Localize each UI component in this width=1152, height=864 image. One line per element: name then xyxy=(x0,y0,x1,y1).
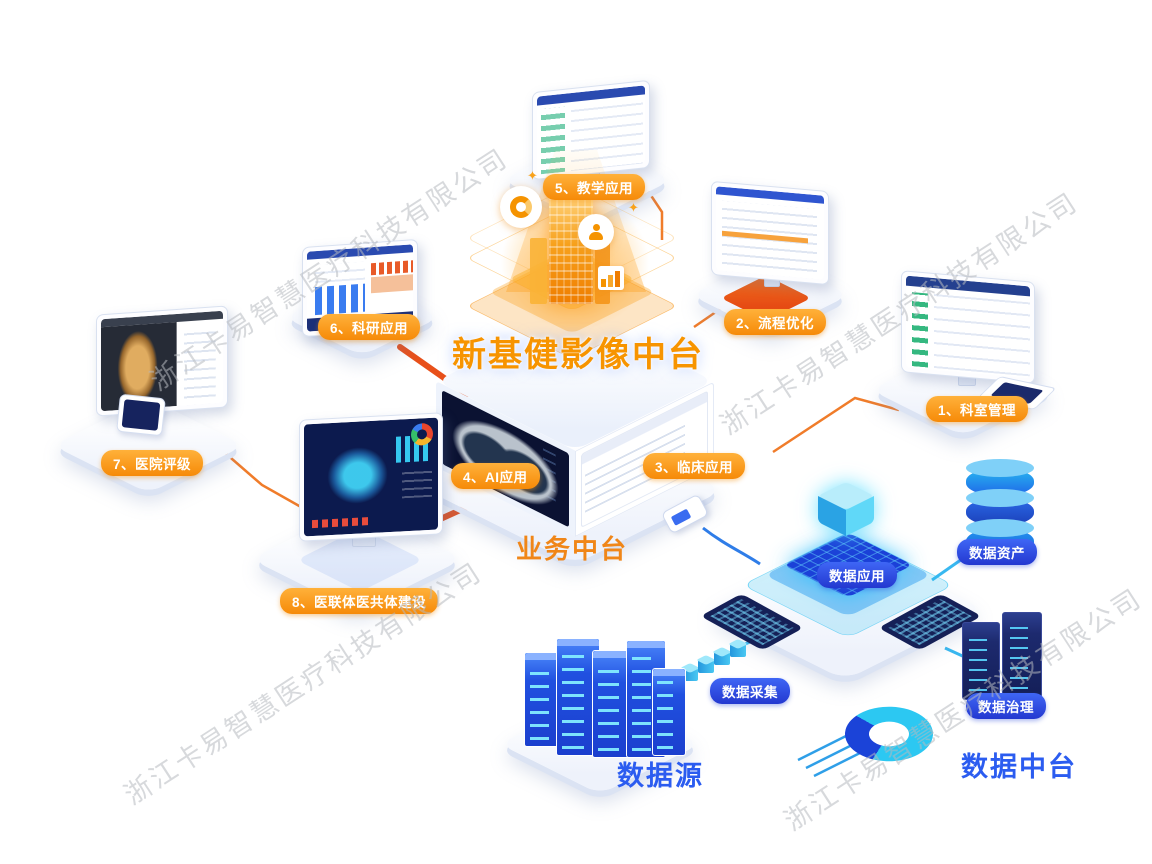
line-connector-to-dataplatform xyxy=(702,526,761,566)
person-icon xyxy=(588,224,604,240)
label-research: 6、科研应用 xyxy=(318,314,421,340)
dept-monitor xyxy=(901,270,1035,384)
hologram-building-left xyxy=(530,238,547,304)
collect-cube-icon xyxy=(682,668,698,681)
person-bubble xyxy=(578,214,614,250)
hatch-lines xyxy=(797,734,863,778)
label-process: 2、流程优化 xyxy=(724,309,827,335)
label-data-app: 数据应用 xyxy=(817,562,897,588)
collect-cube-icon xyxy=(730,644,746,657)
section-business: 业务中台 xyxy=(516,534,629,564)
consortium-monitor xyxy=(299,412,443,542)
line-hospital-to-consortium xyxy=(223,451,302,509)
section-source: 数据源 xyxy=(617,761,704,791)
process-screen-content xyxy=(716,186,824,280)
process-monitor xyxy=(711,180,829,286)
line-dept-to-center xyxy=(772,396,900,454)
ring-chart-icon xyxy=(510,196,532,218)
hospital-tablet-screen xyxy=(121,399,161,431)
label-consortium: 8、医联体医共体建设 xyxy=(280,588,439,614)
label-data-asset: 数据资产 xyxy=(957,539,1037,565)
diagram-title: 新基健影像中台 xyxy=(452,336,704,374)
server-cabinet xyxy=(1002,612,1042,698)
consortium-dashboard xyxy=(304,417,438,537)
bar-chart-icon xyxy=(598,266,624,290)
data-cube-icon xyxy=(817,481,875,540)
sparkle-icon: ✦ xyxy=(628,200,639,215)
label-ai: 4、AI应用 xyxy=(451,463,540,489)
sparkle-icon: ✦ xyxy=(527,168,538,183)
label-dept: 1、科室管理 xyxy=(926,396,1029,422)
collect-cube-icon xyxy=(714,652,730,665)
hospital-tablet xyxy=(116,393,166,437)
server-tower xyxy=(652,668,686,756)
dept-screen-content xyxy=(906,275,1030,379)
label-clinical: 3、临床应用 xyxy=(643,453,746,479)
collect-cube-icon xyxy=(698,660,714,673)
ring-chart-bubble xyxy=(500,186,542,228)
label-teaching: 5、教学应用 xyxy=(543,174,646,200)
label-data-governance: 数据治理 xyxy=(966,693,1046,719)
hologram-building xyxy=(549,196,593,304)
label-hospital: 7、医院评级 xyxy=(101,450,204,476)
label-data-collect: 数据采集 xyxy=(710,678,790,704)
dashboard-donut-icon xyxy=(411,422,433,446)
server-cabinet xyxy=(962,622,1000,700)
section-datacenter: 数据中台 xyxy=(961,752,1077,782)
